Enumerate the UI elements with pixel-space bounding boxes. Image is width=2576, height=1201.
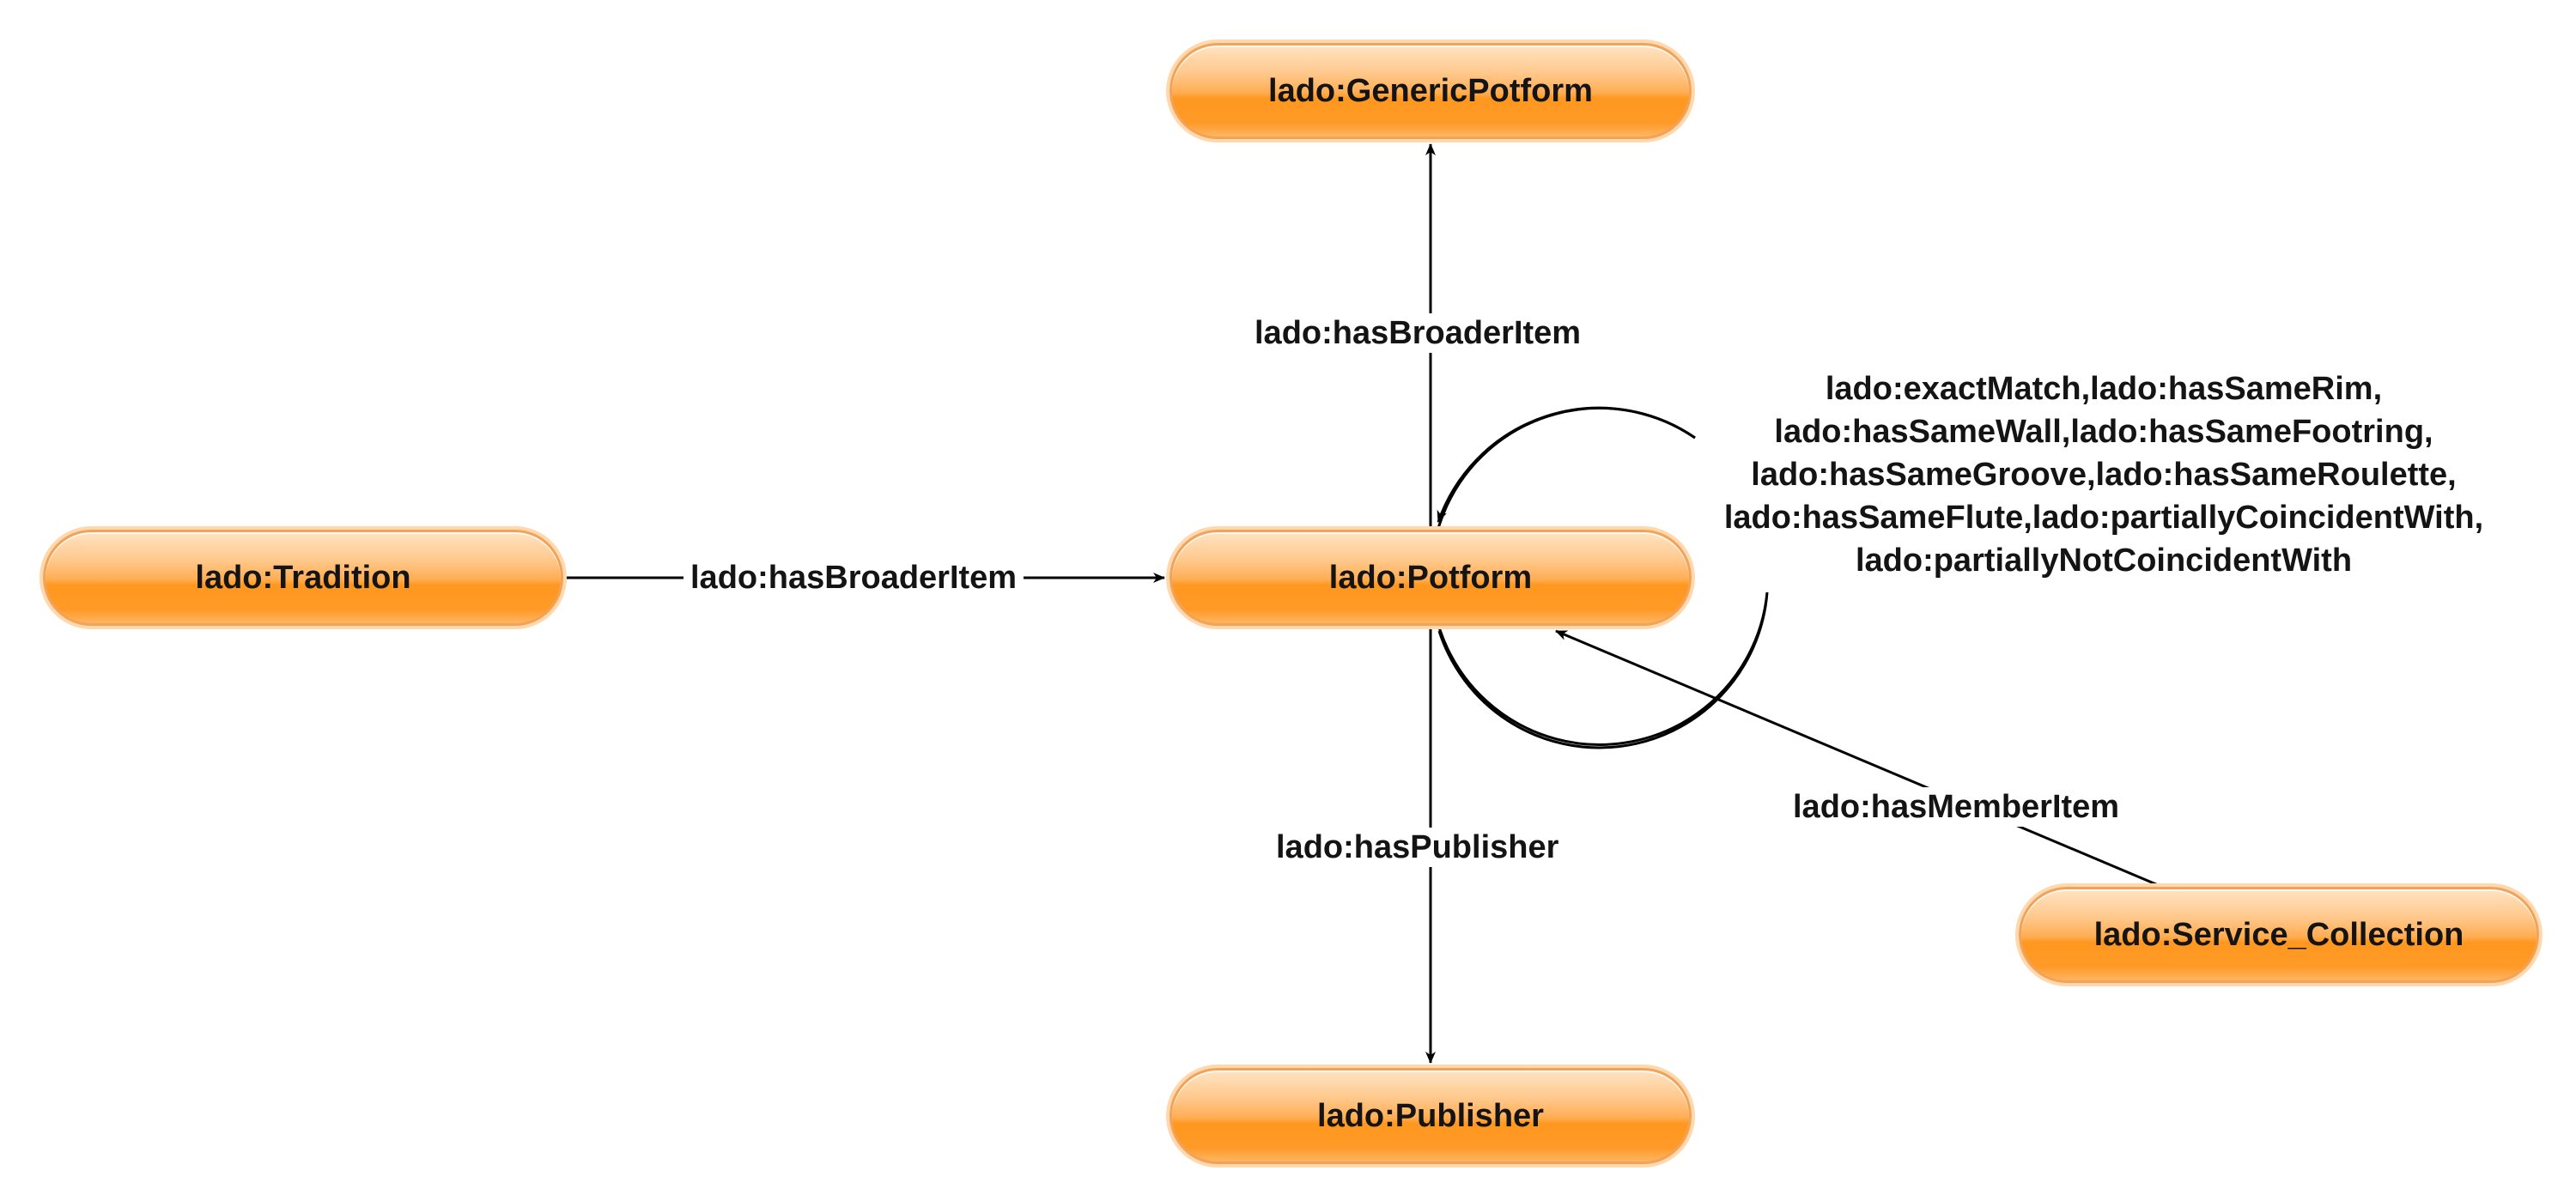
node-label: lado:GenericPotform	[1268, 72, 1593, 109]
node-label: lado:Publisher	[1317, 1097, 1544, 1134]
node-potform[interactable]: lado:Potform	[1170, 530, 1692, 626]
edge-service-to-potform	[1555, 629, 2163, 889]
edge-potform-self-loop-head	[1437, 406, 1696, 523]
node-publisher[interactable]: lado:Publisher	[1170, 1068, 1692, 1164]
edge-label-has-publisher: lado:hasPublisher	[1269, 828, 1566, 867]
node-label: lado:Tradition	[195, 559, 411, 596]
node-label: lado:Potform	[1328, 559, 1533, 596]
node-tradition[interactable]: lado:Tradition	[43, 530, 563, 626]
self-loop-line: lado:partiallyNotCoincidentWith	[1855, 543, 2353, 579]
self-loop-line: lado:hasSameGroove,lado:hasSameRoulette,	[1751, 457, 2457, 493]
self-loop-line: lado:hasSameWall,lado:hasSameFootring,	[1774, 414, 2433, 450]
self-loop-line: lado:hasSameFlute,lado:partiallyCoincide…	[1723, 500, 2484, 536]
edge-label-has-broader-item-up: lado:hasBroaderItem	[1248, 313, 1589, 353]
node-label: lado:Service_Collection	[2093, 916, 2464, 953]
node-service-collection[interactable]: lado:Service_Collection	[2019, 887, 2539, 983]
edge-label-has-broader-item-left: lado:hasBroaderItem	[683, 558, 1024, 597]
node-generic-potform[interactable]: lado:GenericPotform	[1170, 43, 1692, 139]
edge-label-has-member-item: lado:hasMemberItem	[1786, 787, 2127, 827]
edge-label-self-loop: lado:exactMatch,lado:hasSameRim, lado:ha…	[1683, 367, 2524, 582]
self-loop-line: lado:exactMatch,lado:hasSameRim,	[1825, 371, 2383, 407]
